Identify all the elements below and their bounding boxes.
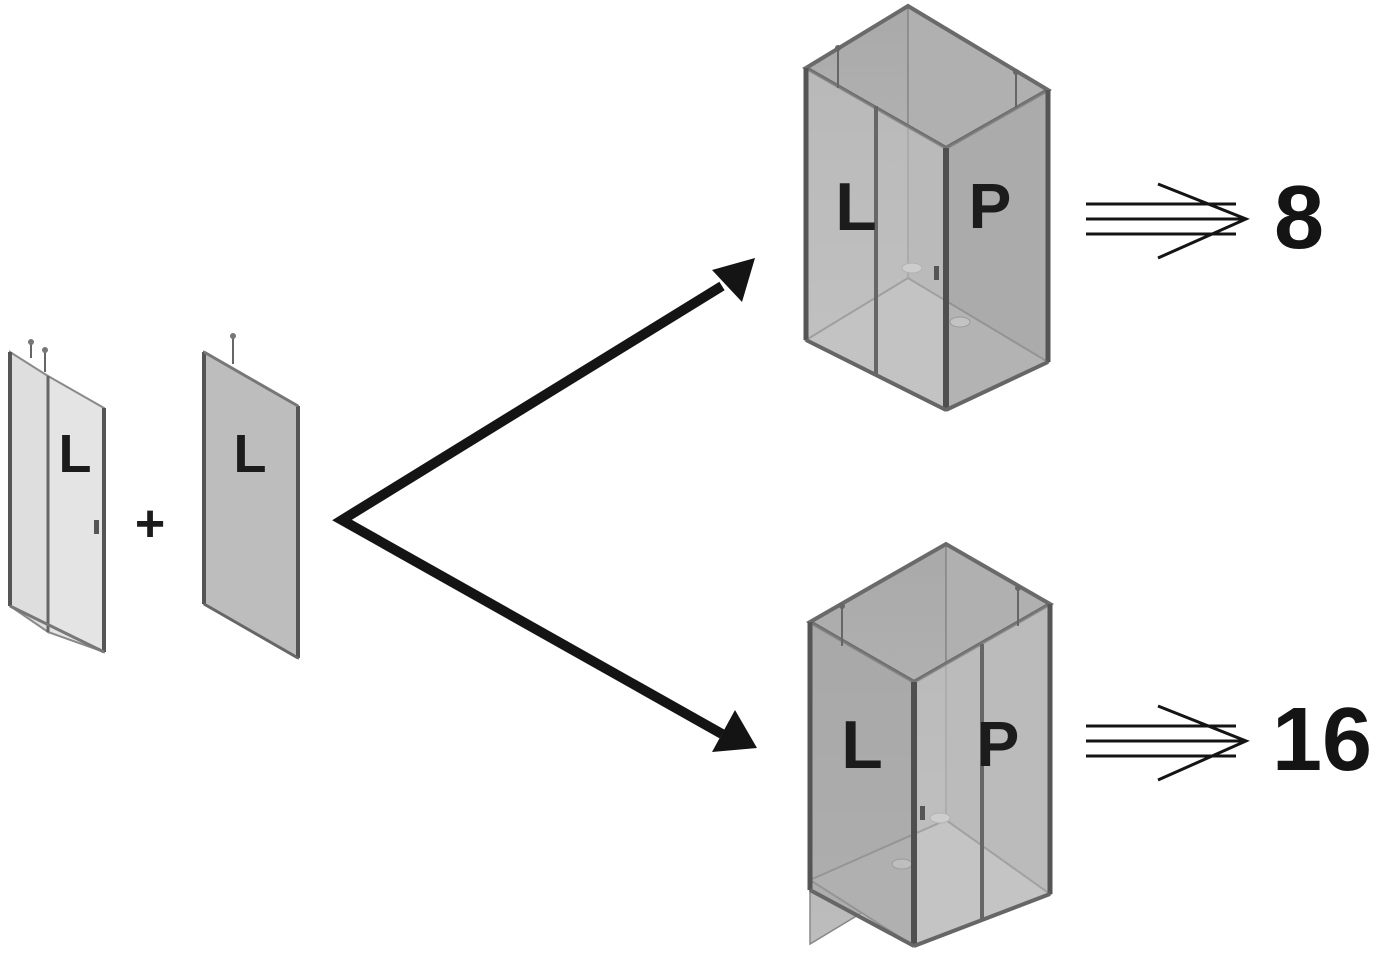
count-top: 8 bbox=[1274, 168, 1324, 268]
implies-arrow-bottom bbox=[1086, 704, 1250, 782]
implies-arrow-top bbox=[1086, 182, 1250, 260]
arrow-down-icon bbox=[712, 710, 757, 752]
arrow-up-icon bbox=[712, 258, 755, 302]
handle-icon bbox=[94, 520, 99, 534]
enclosure-bottom-left-label: L bbox=[841, 707, 883, 783]
side-panel: L bbox=[202, 333, 300, 660]
branch-arrows bbox=[332, 258, 757, 752]
side-panel-label: L bbox=[234, 424, 267, 484]
handle-icon bbox=[934, 266, 939, 280]
count-bottom: 16 bbox=[1272, 690, 1372, 790]
plus-sign: + bbox=[135, 495, 165, 553]
enclosure-bottom-right-label: P bbox=[977, 708, 1020, 780]
enclosure-top: L P bbox=[802, 3, 1052, 412]
door-panel: L bbox=[8, 339, 106, 654]
enclosure-bottom: L P bbox=[805, 541, 1055, 948]
handle-icon bbox=[920, 806, 925, 820]
enclosure-top-left-label: L bbox=[835, 169, 877, 245]
door-panel-label: L bbox=[59, 424, 92, 484]
enclosure-top-right-label: P bbox=[969, 170, 1012, 242]
